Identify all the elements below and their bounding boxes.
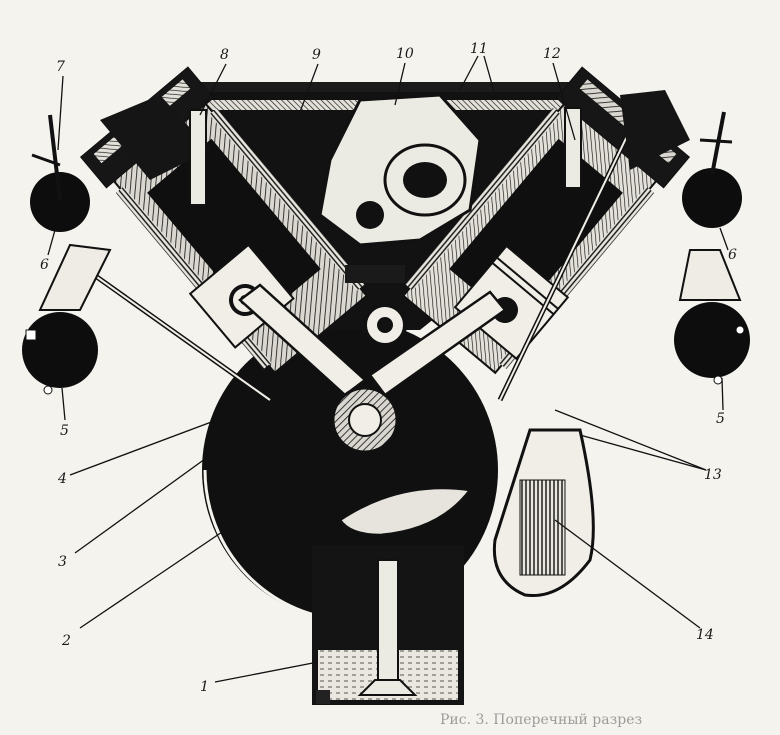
leader-14	[554, 519, 701, 629]
left-exhaust-manifold	[22, 95, 210, 395]
spark-plug-left	[31, 114, 62, 201]
leader-11a	[459, 55, 479, 91]
leader-8	[199, 63, 227, 116]
label-11: 11	[470, 41, 488, 57]
label-3: 3	[58, 554, 67, 570]
leader-2	[79, 504, 263, 629]
leader-4	[69, 414, 231, 476]
leader-11b	[483, 55, 496, 96]
connecting-rods	[238, 283, 507, 454]
label-1: 1	[200, 679, 209, 695]
leader-9	[299, 63, 319, 113]
leader-10	[394, 62, 406, 106]
leader-1	[214, 661, 319, 683]
leader-12	[552, 62, 576, 141]
fuel-injector-left	[189, 109, 207, 206]
label-5-right: 5	[716, 411, 725, 427]
leader-7	[57, 75, 64, 151]
label-6-left: 6	[40, 257, 49, 273]
leader-6r	[719, 227, 729, 251]
label-13: 13	[704, 467, 722, 483]
label-5-left: 5	[60, 423, 69, 439]
oil-sump	[312, 545, 464, 705]
carburetor	[318, 93, 482, 283]
label-12: 12	[543, 46, 561, 62]
spark-plug-right	[699, 111, 733, 176]
label-8: 8	[220, 47, 229, 63]
leader-5r	[721, 377, 724, 411]
label-9: 9	[312, 47, 321, 63]
label-10: 10	[396, 46, 414, 62]
label-6-right: 6	[728, 247, 737, 263]
leader-6l	[47, 229, 56, 256]
label-2: 2	[62, 633, 71, 649]
leader-5l	[61, 387, 66, 421]
label-4: 4	[58, 471, 67, 487]
fuel-injector-right	[564, 107, 582, 189]
label-14: 14	[696, 627, 714, 643]
crankshaft	[338, 486, 473, 537]
right-exhaust-manifold	[620, 90, 750, 385]
leader-3	[74, 429, 246, 554]
leader-13a	[554, 409, 707, 471]
leader-13b	[579, 434, 707, 471]
oil-filter	[492, 428, 595, 598]
label-7: 7	[56, 59, 65, 75]
leader-lines	[47, 55, 729, 683]
figure-caption: Рис. 3. Поперечный разрез	[440, 712, 643, 728]
